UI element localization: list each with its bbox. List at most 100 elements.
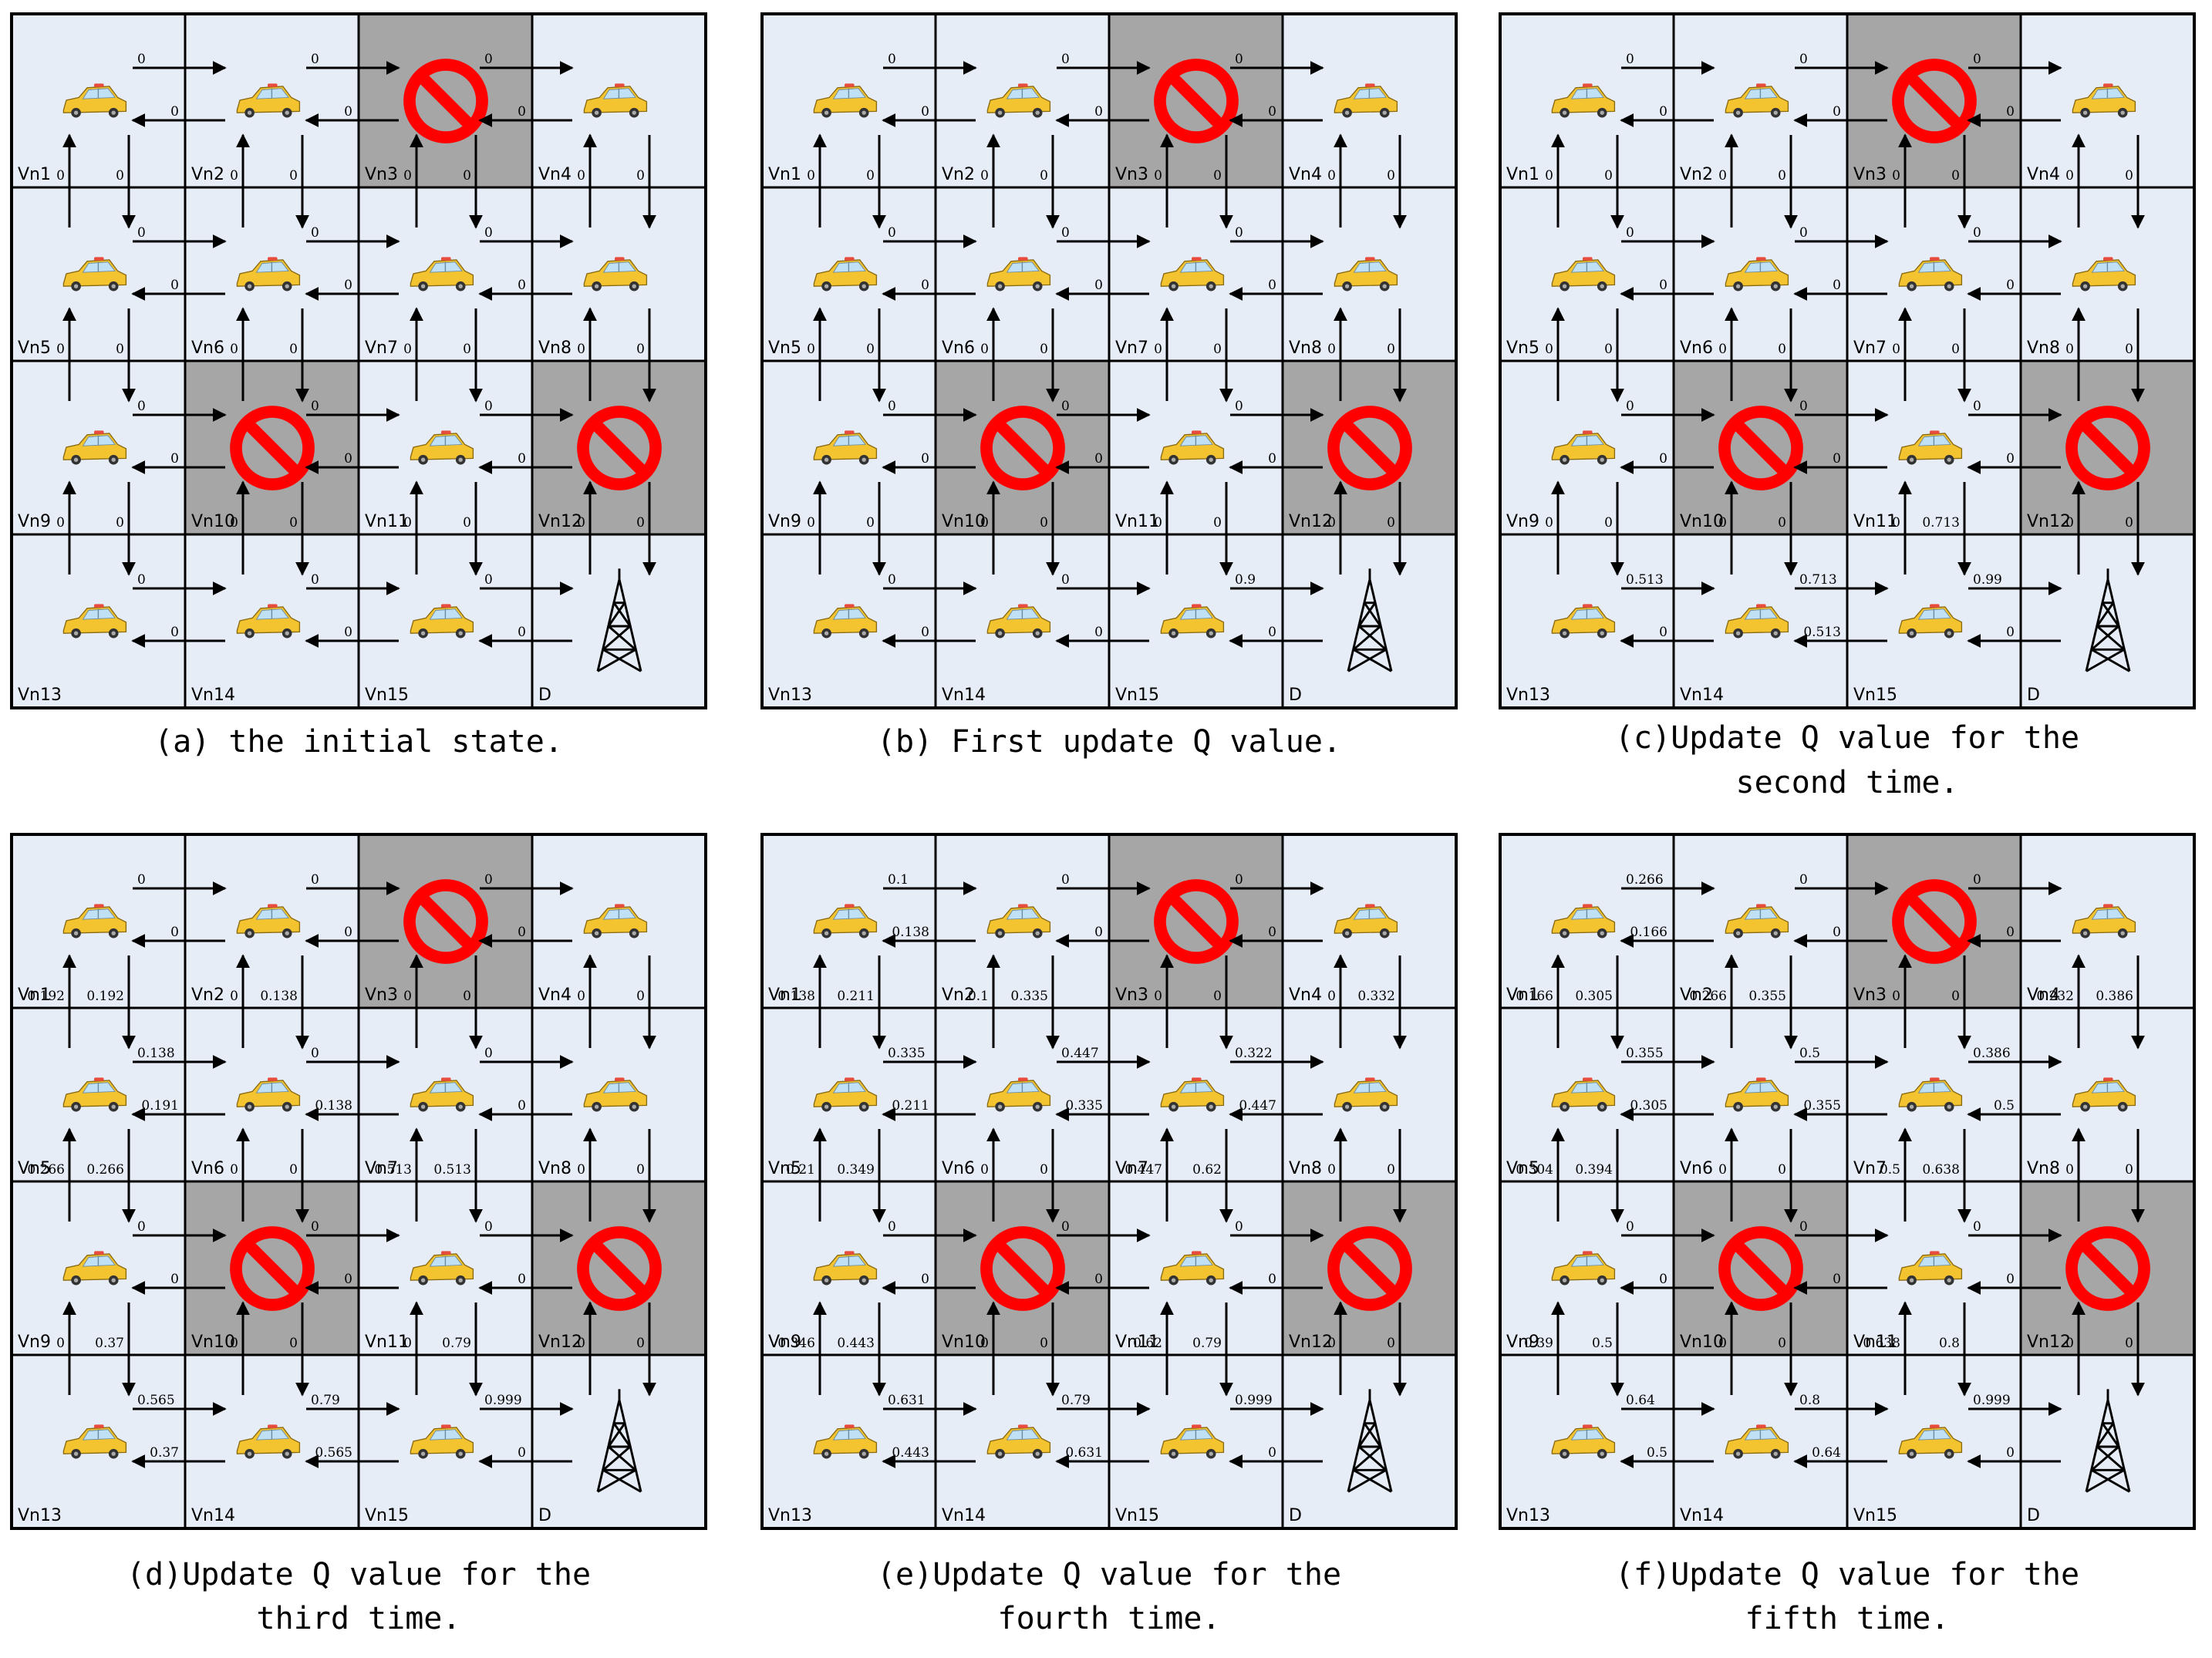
grid-border	[760, 833, 1458, 1530]
q-value-right: 0	[1235, 225, 1243, 241]
grid-cell: Vn7	[357, 1006, 534, 1183]
q-value-right: 0	[311, 399, 319, 414]
q-value-up: 0	[577, 342, 585, 357]
q-value-down: 0	[636, 989, 645, 1004]
q-value-right: 0	[1799, 52, 1808, 67]
q-value-right: 0	[1235, 1219, 1243, 1235]
panel-caption: fifth time.	[1745, 1601, 1950, 1636]
q-value-down: 0	[1778, 168, 1786, 184]
cell-label: Vn15	[1115, 1506, 1159, 1525]
grid-cell: Vn9	[10, 359, 187, 536]
q-value-down: 0.211	[837, 989, 875, 1004]
grid-cell: Vn12	[2019, 1180, 2196, 1356]
cell-label: Vn8	[538, 339, 572, 358]
q-value-left: 0	[921, 1272, 929, 1287]
q-value-up: 0	[1154, 989, 1162, 1004]
cell-label: Vn9	[18, 512, 51, 531]
cell-label: Vn14	[942, 686, 986, 705]
cell-label: Vn10	[191, 1333, 235, 1352]
q-value-down: 0.37	[95, 1336, 124, 1351]
grid-cell: D	[531, 1353, 707, 1530]
q-value-down: 0	[1040, 1162, 1048, 1178]
q-value-right: 0	[1626, 1219, 1634, 1235]
panel-caption: (f)Update Q value for the	[1615, 1557, 2079, 1592]
q-value-up: 0	[403, 168, 412, 184]
q-value-left: 0.5	[1647, 1445, 1667, 1461]
q-value-right: 0.79	[311, 1393, 340, 1408]
grid-cell: Vn7	[357, 186, 534, 362]
q-value-left: 0.305	[1630, 1098, 1667, 1114]
q-value-left: 0	[1833, 104, 1841, 120]
q-value-up: 0	[1327, 515, 1336, 531]
q-value-down: 0	[2125, 515, 2133, 531]
q-value-right: 0.99	[1973, 572, 2002, 588]
grid-cell: Vn1	[10, 833, 187, 1009]
grid-cell: Vn5	[10, 186, 187, 362]
q-value-down: 0	[1213, 168, 1222, 184]
q-value-down: 0	[1604, 342, 1613, 357]
grid-border	[10, 833, 707, 1530]
cell-label: Vn9	[1506, 1333, 1539, 1352]
grid-cell: Vn4	[531, 12, 707, 189]
q-value-up: 0	[807, 515, 815, 531]
q-value-up: 0	[1892, 515, 1900, 531]
q-value-down: 0	[463, 989, 471, 1004]
q-value-left: 0	[1268, 104, 1276, 120]
grid-cell: Vn1	[760, 833, 937, 1009]
cell-label: Vn6	[942, 339, 975, 358]
grid-cell: Vn11	[1846, 1180, 2022, 1356]
q-value-right: 0	[311, 572, 319, 588]
q-value-left: 0	[1094, 1272, 1103, 1287]
q-value-up: 0	[577, 168, 585, 184]
grid-cell: Vn3	[1846, 833, 2022, 1009]
q-value-up: 0.638	[1863, 1336, 1900, 1351]
grid-cell: Vn6	[934, 1006, 1111, 1183]
grid-cell: Vn6	[934, 186, 1111, 362]
grid-cell: Vn15	[357, 533, 534, 709]
cell-label: Vn7	[1115, 339, 1148, 358]
q-value-right: 0	[1973, 52, 1981, 67]
cell-label: Vn10	[942, 1333, 986, 1352]
q-value-down: 0	[1213, 342, 1222, 357]
q-value-down: 0	[116, 168, 124, 184]
cell-label: Vn6	[191, 339, 224, 358]
q-value-up: 0	[980, 1162, 989, 1178]
q-value-up: 0	[1154, 168, 1162, 184]
q-value-up: 0.39	[1524, 1336, 1553, 1351]
cell-label: Vn4	[1289, 165, 1322, 184]
cell-label: Vn12	[2027, 1333, 2071, 1352]
cell-label: D	[538, 1506, 551, 1525]
q-value-up: 0	[403, 1336, 412, 1351]
grid-cell: Vn10	[934, 359, 1111, 536]
q-value-down: 0	[289, 168, 298, 184]
q-value-up: 0	[1545, 342, 1553, 357]
cell-label: Vn13	[768, 686, 812, 705]
cell-label: Vn11	[365, 1333, 409, 1352]
cell-label: Vn2	[191, 986, 224, 1005]
q-value-up: 0	[1718, 515, 1727, 531]
q-value-down: 0.349	[837, 1162, 875, 1178]
q-value-up: 0	[1892, 989, 1900, 1004]
q-value-left: 0	[2006, 451, 2015, 467]
q-value-up: 0	[1718, 1336, 1727, 1351]
q-value-right: 0	[888, 1219, 896, 1235]
cell-label: D	[1289, 1506, 1302, 1525]
q-value-down: 0	[289, 1336, 298, 1351]
q-value-down: 0	[1040, 342, 1048, 357]
q-value-right: 0	[311, 1219, 319, 1235]
q-value-left: 0	[1833, 278, 1841, 293]
grid-cell: Vn8	[1281, 1006, 1458, 1183]
grid-cell: Vn7	[1846, 186, 2022, 362]
q-value-right: 0	[484, 872, 493, 888]
q-value-right: 0.447	[1061, 1046, 1099, 1061]
panel-caption: second time.	[1736, 765, 1959, 800]
q-value-down: 0.335	[1010, 989, 1048, 1004]
cell-label: Vn15	[1115, 686, 1159, 705]
q-value-down: 0	[289, 515, 298, 531]
grid-cell: Vn3	[1846, 12, 2022, 189]
q-value-down: 0	[2125, 1162, 2133, 1178]
grid-cell: Vn7	[1108, 186, 1284, 362]
q-value-right: 0.9	[1235, 572, 1256, 588]
cell-label: Vn8	[1289, 1159, 1322, 1178]
